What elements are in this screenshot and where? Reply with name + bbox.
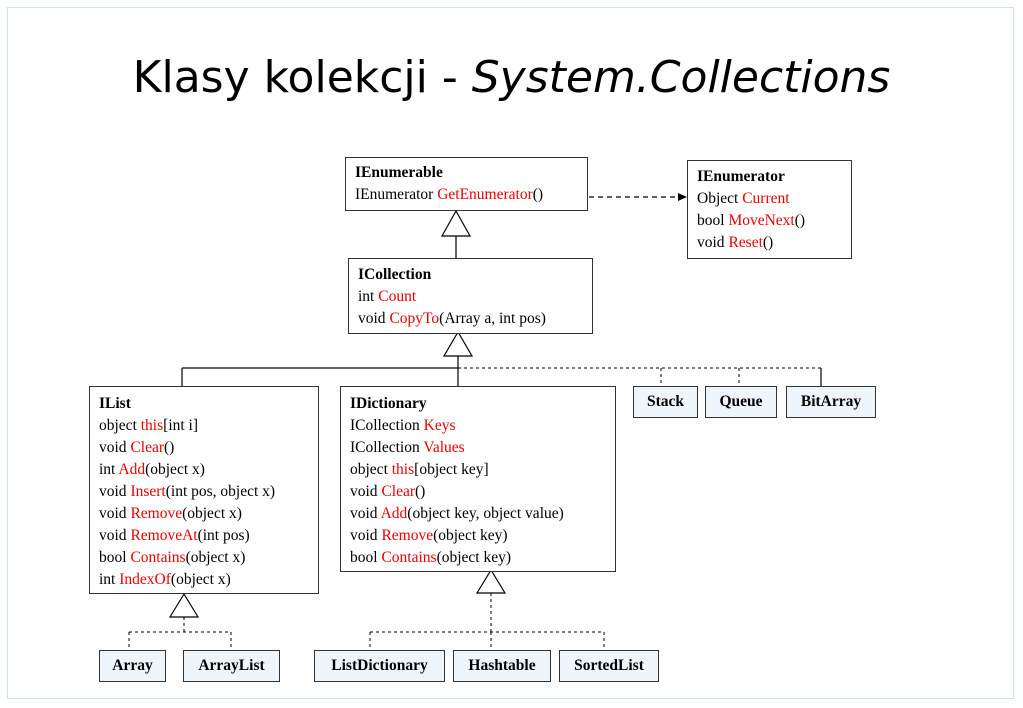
ienumerator-member: void Reset() [697,234,774,251]
idictionary-box: IDictionary ICollection Keys ICollection… [340,386,616,572]
idictionary-member: object this[object key] [350,461,489,478]
slide-frame [7,7,1014,699]
ienumerator-member: Object Current [697,190,790,207]
inherit-triangle-ienumerable [440,209,472,237]
ilist-member: bool Contains(object x) [99,549,246,566]
ilist-header: IList [99,395,131,412]
ilist-member: void Clear() [99,439,175,456]
idictionary-member: ICollection Keys [350,417,456,434]
ienumerable-box: IEnumerable IEnumerator GetEnumerator() [345,157,588,211]
ilist-member: int Add(object x) [99,461,205,478]
icollection-box: ICollection int Count void CopyTo(Array … [348,258,593,334]
class-array: Array [99,650,166,682]
slide-title: Klasy kolekcji - System.Collections [0,52,1023,105]
icollection-member: int Count [358,288,417,305]
class-listdictionary: ListDictionary [314,650,445,682]
class-arraylist: ArrayList [183,650,280,682]
class-sortedlist: SortedList [559,650,659,682]
inherit-triangle-icollection [442,330,474,357]
idictionary-member: bool Contains(object key) [350,549,512,566]
title-main: Klasy kolekcji - [132,52,472,103]
ienumerator-member: bool MoveNext() [697,212,806,229]
ilist-member: void RemoveAt(int pos) [99,527,250,544]
ilist-member: int IndexOf(object x) [99,571,231,588]
inherit-triangle-ilist [168,592,200,618]
idictionary-member: void Clear() [350,483,426,500]
class-stack: Stack [633,386,698,418]
icollection-member: void CopyTo(Array a, int pos) [358,310,546,327]
ilist-member: object this[int i] [99,417,199,434]
ienumerable-member: IEnumerator GetEnumerator() [355,186,544,203]
idictionary-member: void Remove(object key) [350,527,508,544]
inherit-triangle-idictionary [475,568,507,594]
ienumerator-header: IEnumerator [697,168,785,185]
ienumerator-box: IEnumerator Object Current bool MoveNext… [687,160,852,259]
icollection-header: ICollection [358,266,432,283]
ilist-member: void Remove(object x) [99,505,242,522]
idictionary-header: IDictionary [350,395,427,412]
idictionary-member: ICollection Values [350,439,465,456]
class-hashtable: Hashtable [453,650,551,682]
ienumerable-header: IEnumerable [355,164,443,181]
title-italic: System.Collections [471,52,891,103]
idictionary-member: void Add(object key, object value) [350,505,564,522]
ilist-box: IList object this[int i] void Clear() in… [89,386,319,594]
class-queue: Queue [705,386,777,418]
class-bitarray: BitArray [786,386,876,418]
ilist-member: void Insert(int pos, object x) [99,483,276,500]
